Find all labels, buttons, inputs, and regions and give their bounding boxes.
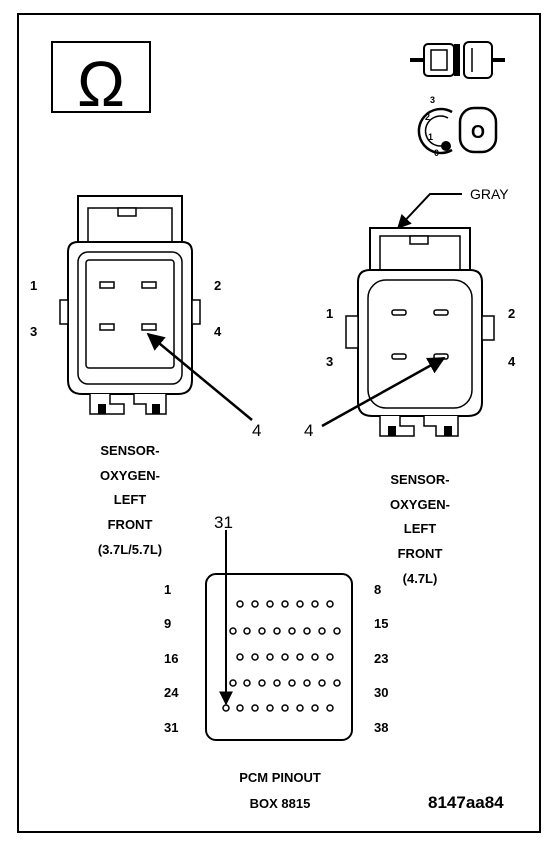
- pcm-pin-callout: 31: [214, 513, 233, 532]
- pcm-pin: [311, 653, 319, 661]
- pcm-pin: [251, 600, 259, 608]
- pcm-pin: [318, 627, 326, 635]
- svg-text:FRONT: FRONT: [108, 517, 153, 532]
- pcm-caption: PCM PINOUT BOX 8815: [239, 770, 321, 811]
- diagram-frame: [17, 13, 541, 833]
- pcm-pin: [243, 679, 251, 687]
- pcm-row-numbers-right: 8 15 23 30 38: [374, 582, 388, 735]
- key-position-0: 0: [434, 148, 439, 158]
- connector-icon: [410, 41, 505, 79]
- pcm-pin: [303, 679, 311, 687]
- svg-text:9: 9: [164, 616, 171, 631]
- key-position-1: 1: [428, 132, 433, 142]
- pcm-pin: [229, 679, 237, 687]
- pcm-pin: [333, 627, 341, 635]
- svg-text:15: 15: [374, 616, 388, 631]
- pcm-pin: [251, 704, 259, 712]
- ohm-meter-icon: Ω: [51, 41, 151, 120]
- left-pin-3-label: 3: [30, 324, 37, 339]
- svg-text:38: 38: [374, 720, 388, 735]
- right-callout-arrow: [321, 356, 446, 428]
- svg-text:23: 23: [374, 651, 388, 666]
- ignition-key-icon: O 3 2 1 0: [417, 95, 498, 158]
- figure-code: 8147aa84: [428, 793, 504, 812]
- svg-text:(3.7L/5.7L): (3.7L/5.7L): [98, 542, 162, 557]
- pcm-pin: [311, 704, 319, 712]
- pcm-pin-grid: [222, 600, 341, 712]
- pcm-pin: [266, 704, 274, 712]
- pcm-pin: [236, 653, 244, 661]
- svg-text:BOX 8815: BOX 8815: [250, 796, 311, 811]
- pcm-pin: [281, 600, 289, 608]
- svg-text:OXYGEN-: OXYGEN-: [390, 497, 450, 512]
- pcm-pin: [303, 627, 311, 635]
- svg-text:1: 1: [164, 582, 171, 597]
- gray-color-label: GRAY: [470, 186, 509, 202]
- svg-text:PCM PINOUT: PCM PINOUT: [239, 770, 321, 785]
- pcm-row-numbers-left: 1 9 16 24 31: [164, 582, 179, 735]
- pcm-pin: [288, 627, 296, 635]
- key-position-2: 2: [425, 112, 430, 122]
- right-pin-1-label: 1: [326, 306, 333, 321]
- ohm-symbol: Ω: [77, 48, 125, 120]
- pcm-pin: [296, 653, 304, 661]
- right-oxygen-sensor-connector: [345, 227, 495, 437]
- pcm-pin: [281, 653, 289, 661]
- left-connector-caption: SENSOR- OXYGEN- LEFT FRONT (3.7L/5.7L): [98, 443, 162, 557]
- pcm-pin: [273, 627, 281, 635]
- svg-text:24: 24: [164, 685, 179, 700]
- right-pin-2-label: 2: [508, 306, 515, 321]
- pcm-pin: [311, 600, 319, 608]
- key-position-3: 3: [430, 95, 435, 105]
- pcm-pin: [243, 627, 251, 635]
- svg-text:SENSOR-: SENSOR-: [100, 443, 159, 458]
- pcm-pin: [236, 704, 244, 712]
- pcm-pin: [318, 679, 326, 687]
- svg-text:(4.7L): (4.7L): [403, 571, 438, 586]
- svg-text:OXYGEN-: OXYGEN-: [100, 468, 160, 483]
- svg-text:LEFT: LEFT: [114, 492, 147, 507]
- pcm-pin: [326, 653, 334, 661]
- svg-text:SENSOR-: SENSOR-: [390, 472, 449, 487]
- pcm-connector-body: [205, 573, 353, 741]
- pcm-pin: [296, 600, 304, 608]
- pcm-pin: [333, 679, 341, 687]
- gray-leader-arrow: [397, 193, 462, 230]
- left-oxygen-sensor-connector: [59, 195, 201, 415]
- pcm-pin: [288, 679, 296, 687]
- svg-text:31: 31: [164, 720, 178, 735]
- svg-text:8: 8: [374, 582, 381, 597]
- pcm-pin: [258, 627, 266, 635]
- pcm-pin: [281, 704, 289, 712]
- pcm-pin: [222, 704, 230, 712]
- svg-text:FRONT: FRONT: [398, 546, 443, 561]
- left-pin-2-label: 2: [214, 278, 221, 293]
- left-callout-number: 4: [252, 421, 261, 440]
- right-pin-4-label: 4: [508, 354, 516, 369]
- right-callout-number: 4: [304, 421, 313, 440]
- pcm-pin: [251, 653, 259, 661]
- right-pin-3-label: 3: [326, 354, 333, 369]
- pcm-pin: [326, 704, 334, 712]
- left-pin-4-label: 4: [214, 324, 222, 339]
- pcm-pin: [326, 600, 334, 608]
- right-connector-caption: SENSOR- OXYGEN- LEFT FRONT (4.7L): [390, 472, 450, 586]
- svg-text:LEFT: LEFT: [404, 521, 437, 536]
- pcm-pin: [229, 627, 237, 635]
- pcm-pin: [236, 600, 244, 608]
- pcm-pin: [296, 704, 304, 712]
- svg-text:O: O: [471, 122, 485, 142]
- pcm-pin: [273, 679, 281, 687]
- pcm-pin: [266, 653, 274, 661]
- pcm-pin: [266, 600, 274, 608]
- left-pin-1-label: 1: [30, 278, 37, 293]
- left-callout-arrow: [146, 332, 253, 421]
- svg-text:30: 30: [374, 685, 388, 700]
- svg-text:16: 16: [164, 651, 178, 666]
- pcm-pin: [258, 679, 266, 687]
